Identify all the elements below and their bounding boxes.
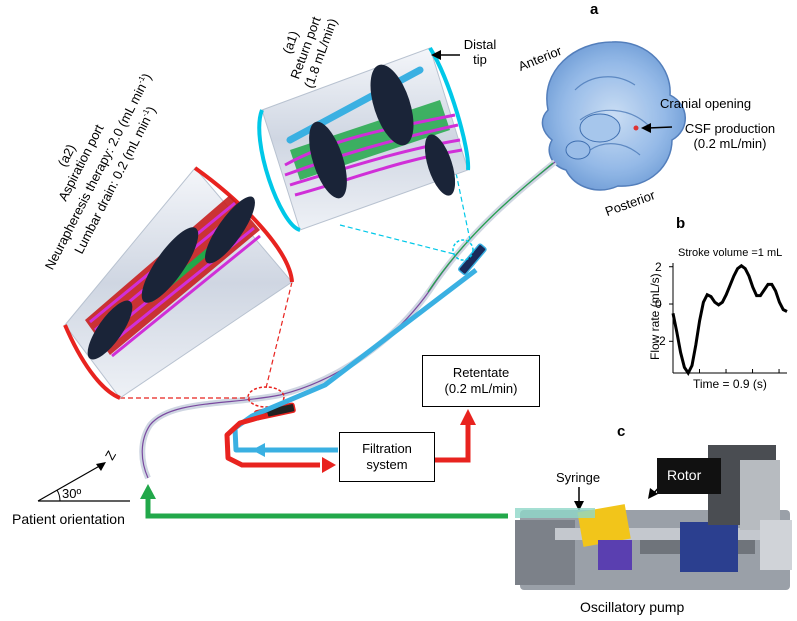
flow-rate-chart [669, 263, 788, 376]
distal-line-1: Distal [463, 37, 497, 52]
pump-flow-line [145, 496, 508, 519]
distal-line-2: tip [473, 52, 487, 67]
panel-c-label: c [617, 423, 626, 440]
retentate-line-1: Retentate [452, 365, 510, 380]
orientation-diagram [37, 462, 130, 502]
panel-a-label: a [590, 1, 599, 18]
patient-orientation-label: Patient orientation [12, 511, 125, 527]
zoom-line-a1-lower [339, 224, 455, 255]
zoom-view-a2 [63, 166, 294, 400]
chart-y-tick-label: -2 [655, 334, 666, 349]
chart-y-ticks [669, 266, 673, 342]
syringe-pointer-head [574, 501, 584, 511]
chart-series-line [671, 263, 788, 376]
csf-pointer-head [641, 123, 651, 133]
brain-model [541, 41, 686, 191]
chart-x-ticks [699, 369, 780, 373]
oscillatory-pump [515, 445, 792, 590]
pump-flow-arrowhead [140, 484, 156, 499]
filtration-system-box: Filtration system [339, 432, 435, 482]
oscillatory-pump-label: Oscillatory pump [580, 599, 685, 615]
aspiration-flow-arrowhead [322, 457, 336, 473]
zoom-line-a2-upper [265, 281, 293, 389]
csf-line-2: (0.2 mL/min) [693, 136, 767, 151]
zoom-view-a1 [257, 46, 471, 232]
csf-pointer [647, 126, 673, 129]
aspiration-flow-line [224, 412, 320, 468]
chart-title: Stroke volume =1 mL [678, 247, 783, 259]
zoom-circle-a1 [452, 239, 474, 261]
syringe-label: Syringe [556, 470, 601, 485]
csf-production-label: CSF production (0.2 mL/min) [675, 121, 785, 151]
rotor-label: Rotor [667, 467, 702, 483]
csf-line-1: CSF production [684, 121, 776, 136]
return-flow-arrowhead [252, 443, 265, 457]
chart-x-label: Time = 0.9 (s) [693, 377, 767, 391]
retentate-flow-arrowhead [460, 409, 476, 425]
filtration-line-1: Filtration [362, 441, 412, 456]
distal-pointer-head [431, 50, 441, 60]
distal-tip-label: Distal tip [455, 37, 505, 67]
return-port-marker [458, 243, 487, 276]
chart-y-tick-label: 0 [655, 297, 662, 312]
catheter-path [139, 159, 557, 480]
retentate-box: Retentate (0.2 mL/min) [422, 355, 540, 407]
retentate-line-2: (0.2 mL/min) [444, 381, 518, 396]
retentate-flow-line [435, 423, 471, 463]
panel-b-label: b [676, 215, 686, 232]
orientation-angle: 30º [62, 486, 82, 501]
rotor-pointer-head [648, 488, 658, 499]
filtration-line-2: system [366, 457, 408, 472]
chart-y-tick-label: 2 [655, 259, 662, 274]
cranial-opening-label: Cranial opening [660, 96, 752, 111]
